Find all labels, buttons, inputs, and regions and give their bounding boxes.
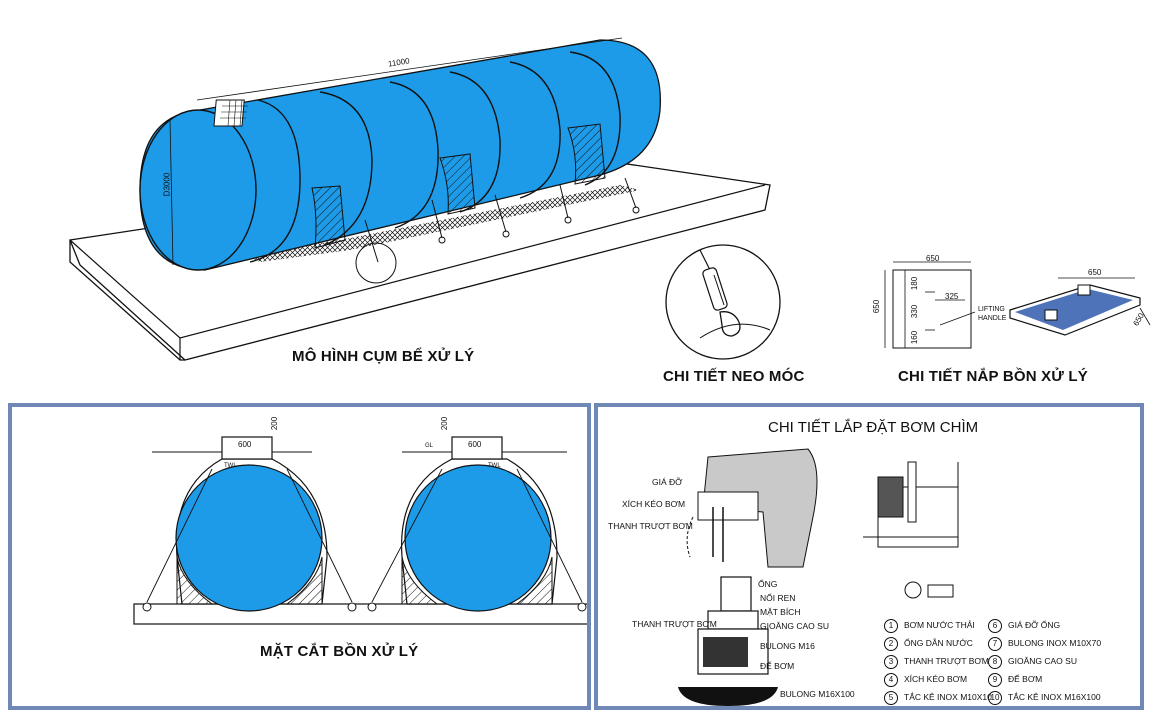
label-xich-keo: XÍCH KÉO BƠM [622, 499, 686, 509]
pump-panel: CHI TIẾT LẮP ĐẶT BƠM CHÌM GIÁ ĐỠ XÍCH KÉ… [594, 403, 1144, 710]
lid-handle-label-1: LIFTING [978, 306, 1005, 313]
lid-dim-330: 330 [910, 304, 920, 319]
section-base-slab [133, 603, 587, 625]
lid-dim-top: 650 [926, 254, 940, 263]
section-right-rise: 200 [440, 416, 450, 431]
pump-title: CHI TIẾT LẮP ĐẶT BƠM CHÌM [768, 419, 979, 436]
pump-base-bowl [678, 687, 778, 706]
pump-wall-block [702, 448, 818, 568]
section-left-twl: TWL [224, 463, 237, 469]
label-noi-ren: NỐI REN [760, 593, 796, 603]
label-bulong-m16x100: BULONG M16X100 [780, 689, 855, 699]
model-drawing [69, 37, 1151, 361]
pump-drawing [678, 448, 959, 706]
lid-iso-dim-a: 650 [1088, 268, 1102, 277]
section-caption: MẶT CẮT BỒN XỬ LÝ [260, 643, 419, 660]
section-right-twl: TWL [488, 463, 501, 469]
label-thanh-truot-1: THANH TRƯỢT BƠM [608, 521, 693, 531]
lid-caption: CHI TIẾT NẮP BỒN XỬ LÝ [898, 368, 1088, 385]
label-de-bom: ĐẾ BƠM [760, 661, 795, 671]
tank-right-section [367, 436, 587, 612]
section-right-gl: GL [425, 443, 434, 449]
section-left-neck: 600 [238, 440, 252, 449]
label-giong: GIOĂNG CAO SU [760, 621, 829, 631]
model-caption: MÔ HÌNH CỤM BỂ XỬ LÝ [292, 348, 475, 365]
lid-handle-label-2: HANDLE [978, 315, 1007, 322]
pump-schematic [863, 461, 959, 548]
lid-plan [892, 269, 972, 349]
lid-dim-160: 160 [910, 330, 920, 345]
model-panel: 11000 D3000 MÔ HÌNH CỤM BỂ XỬ LÝ CHI TIẾ… [69, 37, 1151, 385]
section-panel: 600 200 TWL 600 200 TWL GL MẶT CẮT BỒN X… [8, 403, 591, 710]
label-mat-bich: MẶT BÍCH [760, 607, 801, 617]
section-right-neck: 600 [468, 440, 482, 449]
section-left-rise: 200 [270, 416, 280, 431]
anchor-caption: CHI TIẾT NEO MÓC [663, 368, 805, 385]
model-diameter-dim: D3000 [162, 172, 172, 197]
lid-dim-left: 650 [872, 299, 882, 314]
section-drawing [133, 436, 587, 625]
label-bulong-m16: BULONG M16 [760, 641, 815, 651]
lid-dim-180: 180 [910, 276, 920, 291]
lid-dim-325: 325 [945, 292, 959, 301]
label-thanh-truot-2: THANH TRƯỢT BƠM [632, 619, 717, 629]
tank-left-section [142, 436, 357, 612]
label-ong: ỐNG [758, 579, 778, 589]
label-gia-do: GIÁ ĐỠ [652, 477, 683, 487]
